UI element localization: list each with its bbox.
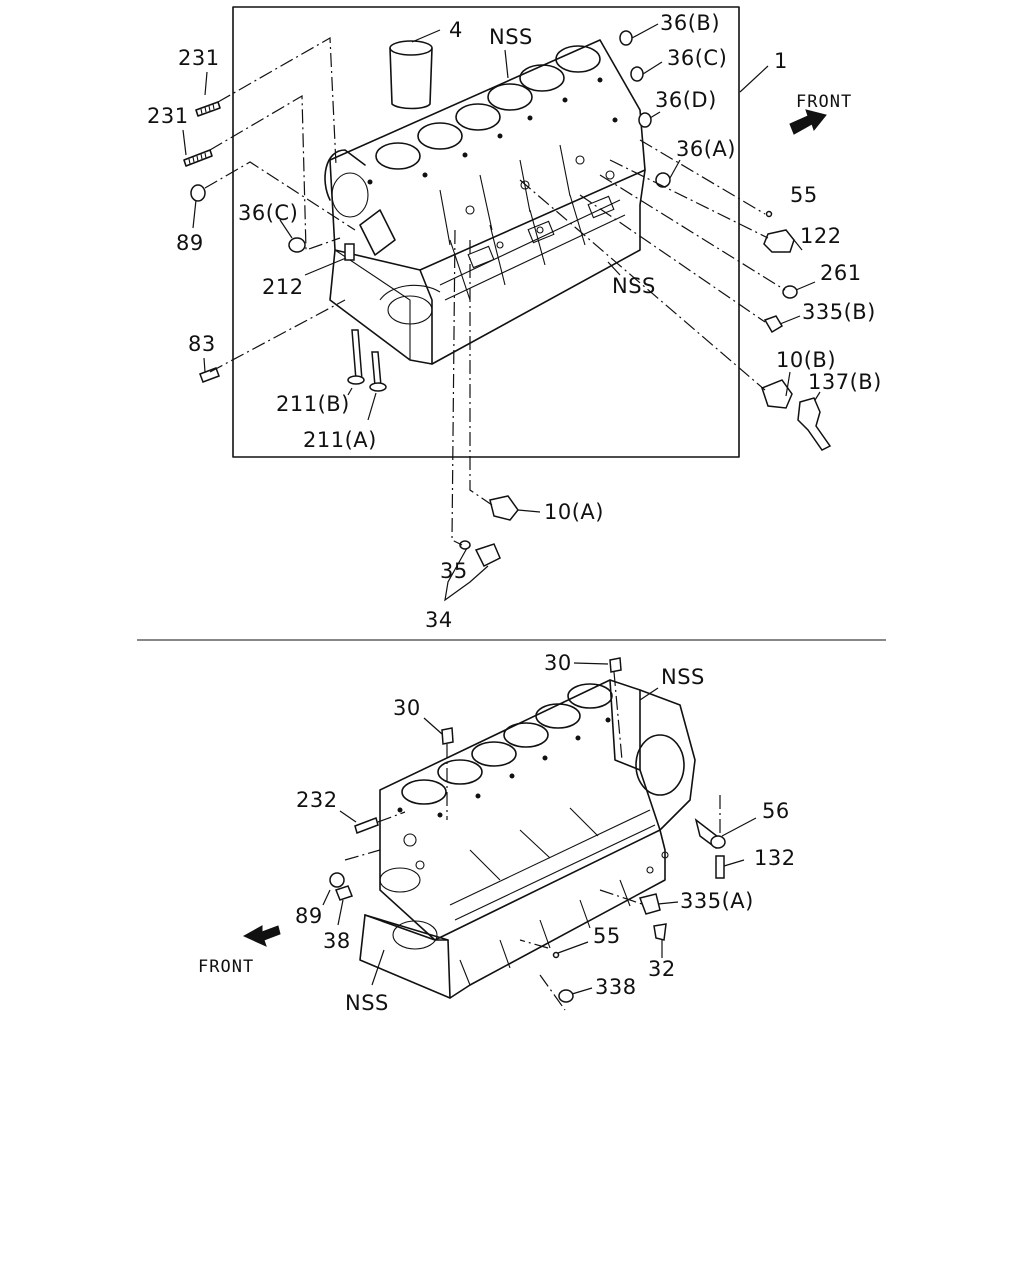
callout-30-top: 30 [544, 651, 572, 675]
callout-137b: 137(B) [808, 370, 882, 394]
small-parts-upper [190, 30, 832, 568]
cylinder-block-lower [359, 679, 696, 999]
lower-view: 30 NSS 30 232 56 132 89 335(A) 38 55 32 … [198, 651, 796, 1015]
callout-55-upper: 55 [790, 183, 818, 207]
callout-83: 83 [188, 332, 216, 356]
front-arrow-upper [789, 109, 827, 135]
small-parts-lower [329, 657, 726, 1003]
leader-lines-lower [322, 662, 757, 1011]
callout-32: 32 [648, 957, 676, 981]
callout-338: 338 [595, 975, 637, 999]
callout-56: 56 [762, 799, 790, 823]
callout-34: 34 [425, 608, 453, 632]
front-arrow-lower [242, 925, 281, 947]
callout-10b: 10(B) [776, 348, 836, 372]
callout-1: 1 [774, 49, 788, 73]
callout-nss-top: NSS [489, 25, 533, 49]
callout-38: 38 [323, 929, 351, 953]
callout-335a: 335(A) [680, 889, 754, 913]
callout-35: 35 [440, 559, 468, 583]
callout-30-left: 30 [393, 696, 421, 720]
callout-89-upper: 89 [176, 231, 204, 255]
callout-232: 232 [296, 788, 338, 812]
callouts-upper: 231 231 4 NSS 36(B) 36(C) 1 36(D) 36(A) … [147, 11, 882, 632]
callout-55-lower: 55 [593, 924, 621, 948]
callout-36d: 36(D) [655, 88, 717, 112]
callout-231-a: 231 [178, 46, 220, 70]
upper-view: 231 231 4 NSS 36(B) 36(C) 1 36(D) 36(A) … [147, 6, 882, 632]
callout-211a: 211(A) [303, 428, 377, 452]
callout-36b: 36(B) [660, 11, 720, 35]
callout-36a: 36(A) [676, 137, 736, 161]
callout-36c-top: 36(C) [667, 46, 727, 70]
callout-89-lower: 89 [295, 904, 323, 928]
callout-122: 122 [800, 224, 842, 248]
callout-nss-lower-top: NSS [661, 665, 705, 689]
callout-211b: 211(B) [276, 392, 350, 416]
stud-231-parts [183, 101, 221, 167]
cylinder-block-upper [324, 39, 646, 365]
callout-10a: 10(A) [544, 500, 604, 524]
callout-261: 261 [820, 261, 862, 285]
cylinder-liner-part [389, 40, 433, 110]
front-label-upper: FRONT [796, 92, 852, 112]
callout-231-b: 231 [147, 104, 189, 128]
assembly-frame [232, 6, 740, 458]
front-label-lower: FRONT [198, 957, 254, 977]
callout-4: 4 [449, 18, 463, 42]
callout-nss-middle: NSS [612, 274, 656, 298]
callout-36c-left: 36(C) [238, 201, 298, 225]
callouts-lower: 30 NSS 30 232 56 132 89 335(A) 38 55 32 … [198, 651, 796, 1015]
leader-lines-upper [182, 23, 821, 602]
callout-335b: 335(B) [802, 300, 876, 324]
callout-212: 212 [262, 275, 304, 299]
callout-132: 132 [754, 846, 796, 870]
callout-nss-lower-bottom: NSS [345, 991, 389, 1015]
